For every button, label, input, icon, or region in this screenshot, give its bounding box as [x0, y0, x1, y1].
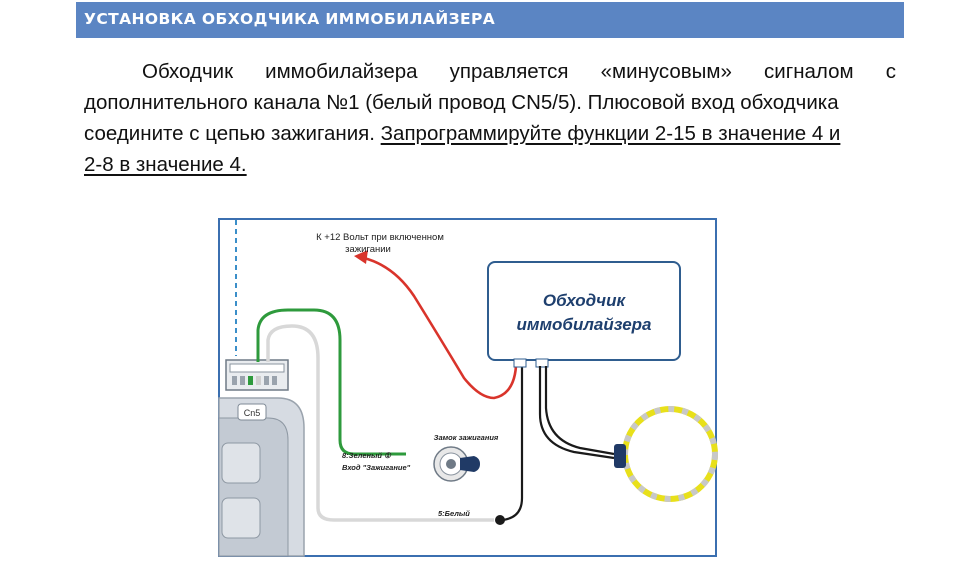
para-word: сигналом	[764, 60, 854, 83]
module-label-line-1: Обходчик	[543, 291, 627, 310]
antenna-wire-2	[544, 366, 615, 456]
ignition-lock: Замок зажигания	[433, 433, 499, 482]
black-wire	[501, 366, 524, 522]
page-title: УСТАНОВКА ОБХОДЧИКА ИММОБИЛАЙЗЕРА	[84, 10, 496, 28]
antenna-wire-1	[538, 366, 615, 460]
arrow-label-line-1: К +12 Вольт при включенном	[316, 232, 444, 243]
control-unit-block: Cn5	[218, 397, 305, 557]
bypass-module: Обходчик иммобилайзера	[487, 261, 681, 368]
para-text-underlined: 2-8 в значение 4.	[84, 153, 247, 176]
para-word: управляется	[449, 60, 569, 83]
ignition-input-label: Вход "Зажигание"	[342, 463, 411, 472]
paragraph-line-1: Обходчик иммобилайзера управляется «мину…	[84, 56, 896, 87]
key-icon	[460, 456, 480, 472]
para-word: «минусовым»	[600, 60, 732, 83]
red-arrow-head	[354, 250, 368, 264]
cn5-connector	[225, 359, 289, 391]
para-word: с	[885, 60, 896, 83]
para-word: иммобилайзера	[265, 60, 418, 83]
red-wire	[363, 256, 518, 400]
instruction-paragraph: Обходчик иммобилайзера управляется «мину…	[84, 56, 896, 180]
paragraph-line-4: 2-8 в значение 4.	[84, 149, 896, 180]
paragraph-line-2: дополнительного канала №1 (белый провод …	[84, 91, 839, 114]
module-label-line-2: иммобилайзера	[517, 315, 652, 334]
para-text-underlined: Запрограммируйте функции 2-15 в значение…	[380, 122, 841, 145]
white-wire-label: 5:Белый	[438, 509, 470, 518]
white-wire	[266, 324, 494, 522]
para-text-plain: соедините с цепью зажигания.	[84, 122, 375, 145]
green-wire	[256, 308, 406, 456]
connector-label: Cn5	[244, 408, 261, 418]
arrow-label-line-2: зажигании	[345, 244, 391, 255]
para-word: Обходчик	[142, 60, 234, 83]
wiring-diagram: Cn5 К +12 Вольт при включенном зажигании…	[218, 218, 718, 557]
ignition-title: Замок зажигания	[434, 433, 499, 442]
green-wire-label: 8:Зеленый ①	[342, 451, 392, 460]
paragraph-line-3: соедините с цепью зажигания. Запрограмми…	[84, 118, 896, 149]
wire-junction	[495, 515, 505, 525]
header-bar: УСТАНОВКА ОБХОДЧИКА ИММОБИЛАЙЗЕРА	[76, 2, 904, 38]
antenna-ring	[614, 406, 718, 502]
